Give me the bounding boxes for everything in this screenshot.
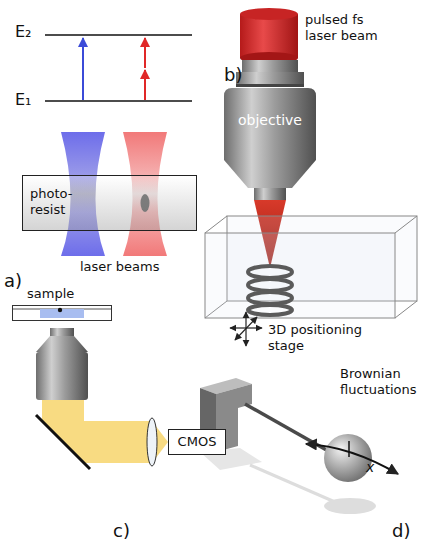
sphere-shadow	[324, 498, 376, 514]
mirror	[36, 415, 90, 469]
two-photon-arrow	[144, 38, 146, 68]
axis-arrows	[230, 312, 262, 346]
cuvette-edge	[395, 301, 417, 318]
node-text: photo-resist	[30, 186, 80, 218]
center-tick	[348, 441, 350, 457]
panel-letter: b)	[224, 64, 242, 85]
energy-level-line	[45, 100, 192, 102]
energy-level-label: E₁	[15, 90, 32, 109]
glass-cuvette	[205, 216, 417, 318]
cuvette-edge	[395, 216, 417, 233]
objective-taper	[224, 160, 316, 188]
panel-letter: c)	[113, 520, 130, 541]
node-text: sample	[27, 286, 74, 302]
sample-holder: sample	[12, 305, 112, 321]
objective-cap	[242, 60, 298, 72]
node-text: objective	[222, 112, 318, 128]
axis-label: x	[366, 459, 374, 475]
node-text: CMOS	[169, 434, 225, 450]
helix-turn	[248, 279, 292, 291]
microscope-objective	[36, 336, 88, 352]
helix-turn	[248, 305, 292, 315]
beam-caption: laser beams	[80, 259, 159, 274]
two-photon-arrow	[144, 70, 146, 100]
cuvette-edge	[205, 233, 395, 318]
laser-caption: pulsed fs laser beam	[305, 12, 395, 44]
panel-letter: a)	[4, 270, 22, 291]
objective-ring	[236, 72, 304, 86]
cuvette-edge	[205, 216, 227, 233]
camera-box: CMOS	[168, 429, 226, 455]
energy-level-label: E₂	[15, 22, 32, 41]
one-photon-arrow	[82, 38, 84, 100]
lens	[147, 418, 157, 466]
microscope-objective	[36, 352, 88, 400]
panel-letter: d)	[392, 520, 410, 541]
objective-nose	[254, 188, 286, 200]
helix-structure	[248, 266, 292, 315]
stage-caption: 3D positioning stage	[268, 322, 380, 354]
laser-cylinder	[240, 14, 298, 58]
laser-cylinder	[240, 8, 298, 20]
photoresist-box: photo-resist	[22, 175, 197, 231]
objective-ring	[236, 84, 304, 87]
fluctuation-caption: Brownian fluctuations	[340, 366, 422, 398]
helix-turn	[248, 266, 292, 278]
rod-shadow	[250, 465, 335, 502]
fluctuation-arrow	[306, 444, 398, 474]
helix-turn	[248, 292, 292, 304]
energy-level-line	[45, 34, 192, 36]
sample-particle	[58, 308, 62, 312]
axis-arrow	[235, 317, 257, 340]
light-path	[42, 400, 152, 463]
microscope-objective	[50, 328, 74, 336]
